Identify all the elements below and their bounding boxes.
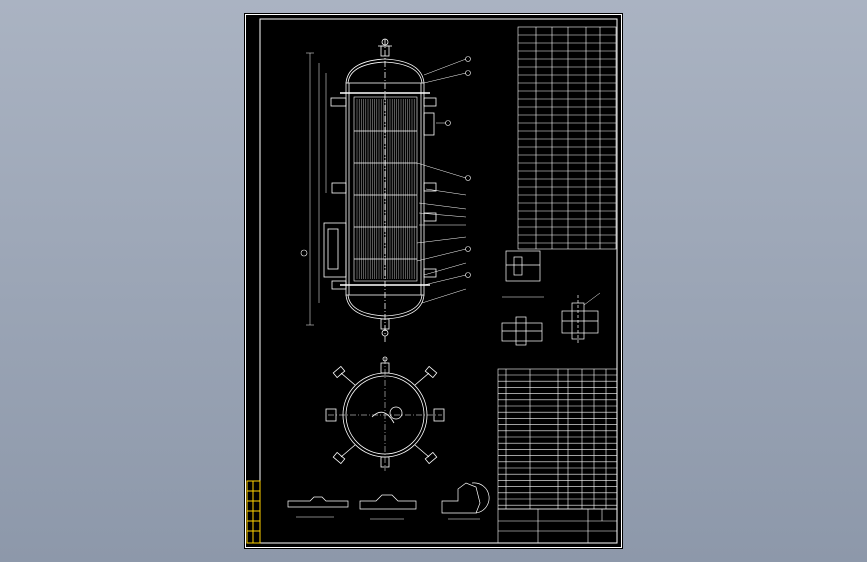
tube-bundle-hatch: [356, 99, 415, 279]
drawing-sheet: [244, 13, 623, 549]
detail-sections: [287, 250, 601, 520]
title-block: [497, 508, 618, 544]
vessel-front-view: [300, 38, 471, 343]
vessel-plan-view: [325, 356, 445, 471]
parts-list-table: [497, 368, 618, 510]
technical-table-top: [517, 26, 617, 250]
binding-strip: [246, 480, 261, 544]
inner-border: [259, 18, 618, 544]
outer-border: [245, 14, 622, 548]
cad-drawing: [245, 14, 622, 548]
